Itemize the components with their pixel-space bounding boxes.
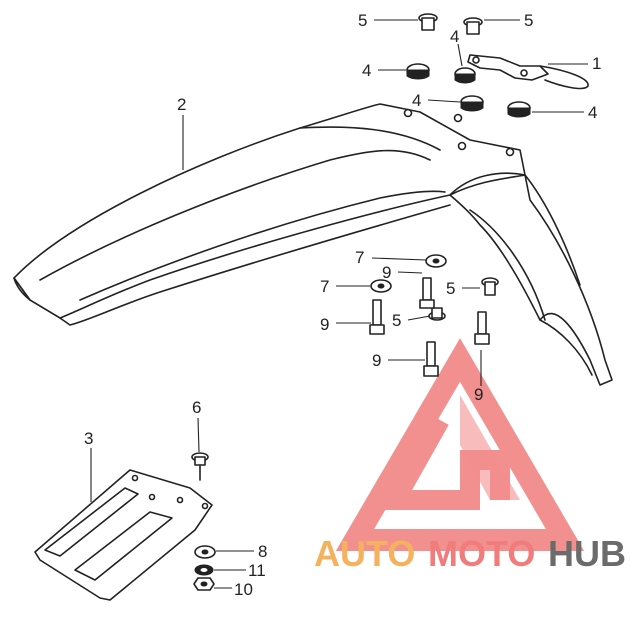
grommet-4b	[454, 67, 476, 84]
lock-washer-11	[194, 564, 214, 576]
callout-2: 2	[177, 95, 186, 114]
grommet-4a	[406, 63, 430, 80]
callout-9-upper: 9	[382, 263, 391, 282]
bracket-part-1	[467, 54, 589, 90]
callout-9-right: 9	[474, 385, 483, 404]
bolt-9b	[369, 299, 385, 335]
collar-bolt-5b	[463, 17, 483, 35]
leader-lines	[90, 19, 588, 589]
screw-6	[191, 452, 209, 481]
callout-5-middle-right: 5	[446, 279, 455, 298]
callout-nut-10-number: 10	[234, 580, 253, 599]
callout-6-label: 6	[192, 398, 201, 417]
callout-9-lower: 9	[372, 351, 381, 370]
callout-washer-8-number: 8	[258, 542, 267, 561]
callout-lock-washer-11-number: 11	[248, 561, 266, 580]
callout-3: 3	[84, 429, 93, 448]
callout-4-middle: 4	[412, 91, 421, 110]
callout-7-upper: 7	[355, 248, 364, 267]
watermark-auto: AUTO	[314, 533, 415, 574]
callout-5-middle-left: 5	[392, 311, 401, 330]
automotohub-triangle-logo	[335, 338, 585, 551]
bolt-9a	[419, 277, 435, 309]
washer-8	[194, 545, 216, 559]
watermark-moto: MOTO	[428, 533, 535, 574]
callout-labels-small-parts: 8 8 11 10	[234, 542, 267, 599]
bolt-9d	[474, 311, 490, 345]
callout-4-left: 4	[362, 61, 371, 80]
rear-fender	[13, 103, 613, 386]
callout-4-right: 4	[588, 103, 597, 122]
collar-bolt-5a	[418, 13, 438, 31]
callout-5-top-left: 5	[358, 11, 367, 30]
bolt-9c	[423, 341, 439, 377]
callout-1: 1	[592, 54, 601, 73]
nut-10	[193, 577, 215, 591]
mud-flap-3	[34, 469, 213, 601]
callout-4-top: 4	[450, 27, 459, 46]
washer-7a	[425, 254, 447, 268]
grommet-4d	[507, 101, 531, 118]
collar-bolt-5c	[481, 277, 499, 296]
callout-labels: 5 5 4 4 1 4 4 2 7 7 9 5 9 5 9 9 6 6 3 10…	[84, 11, 601, 448]
callout-7-lower: 7	[320, 277, 329, 296]
grommet-4c	[460, 95, 484, 112]
automotohub-watermark-text: AUTO MOTO HUB	[314, 533, 626, 574]
collar-bolt-5d	[428, 307, 446, 321]
callout-5-top-right: 5	[524, 11, 533, 30]
washer-7b	[370, 279, 392, 293]
callout-9-left: 9	[320, 315, 329, 334]
watermark-hub: HUB	[548, 533, 626, 574]
